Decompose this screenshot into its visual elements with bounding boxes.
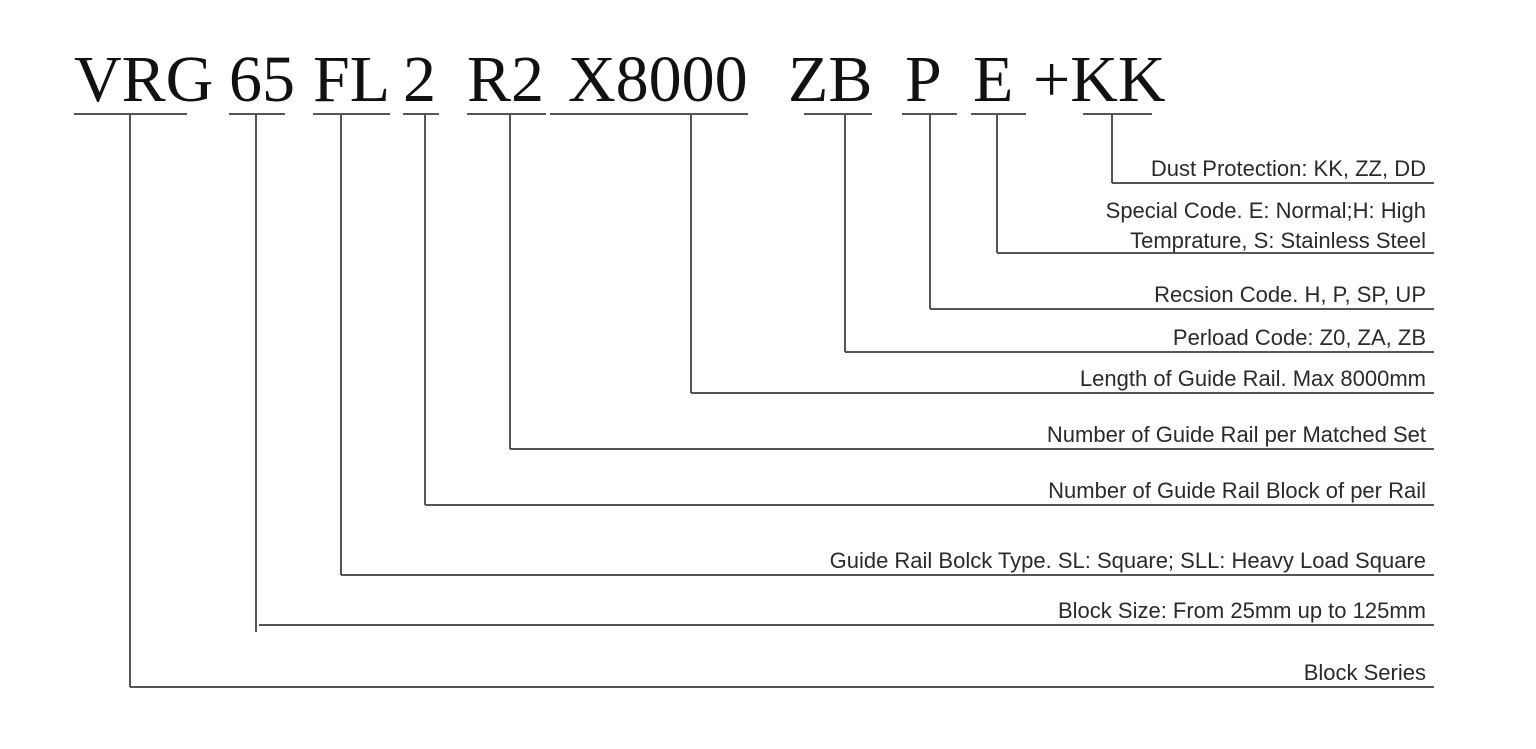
segment-description: Recsion Code. H, P, SP, UP (1154, 282, 1426, 307)
segment-description: Length of Guide Rail. Max 8000mm (1080, 366, 1426, 391)
segment-zb: ZB Perload Code: Z0, ZA, ZB (788, 43, 1434, 353)
segment-description: Perload Code: Z0, ZA, ZB (1173, 325, 1426, 350)
code-segment: ZB (788, 43, 872, 116)
code-segment: 65 (229, 43, 295, 116)
code-segment: X8000 (568, 43, 748, 116)
code-segment: FL (313, 43, 390, 116)
code-segment: VRG (74, 43, 213, 116)
segment-e: E Special Code. E: Normal;H: HighTempratu… (971, 43, 1434, 254)
segment-description: Block Series (1304, 660, 1426, 685)
segment-description: Block Size: From 25mm up to 125mm (1058, 598, 1426, 623)
segment-vrg: VRG Block Series (74, 43, 1434, 688)
segment-description: Guide Rail Bolck Type. SL: Square; SLL: … (830, 548, 1426, 573)
code-segment: R2 (467, 43, 544, 116)
code-segment: 2 (403, 43, 436, 116)
code-segment: P (905, 43, 942, 116)
segment-description: Number of Guide Rail per Matched Set (1047, 422, 1426, 447)
code-segment: +KK (1033, 43, 1166, 116)
segment-description: Special Code. E: Normal;H: High (1106, 198, 1426, 223)
segment-description: Dust Protection: KK, ZZ, DD (1151, 156, 1426, 181)
segment-plus-kk: +KK Dust Protection: KK, ZZ, DD (1033, 43, 1434, 184)
segment-fl: FL Guide Rail Bolck Type. SL: Square; SLL… (313, 43, 1434, 576)
segment-description: Number of Guide Rail Block of per Rail (1048, 478, 1426, 503)
segment-description: Temprature, S: Stainless Steel (1130, 228, 1426, 253)
code-segment: E (973, 43, 1013, 116)
segment-p: P Recsion Code. H, P, SP, UP (902, 43, 1434, 310)
